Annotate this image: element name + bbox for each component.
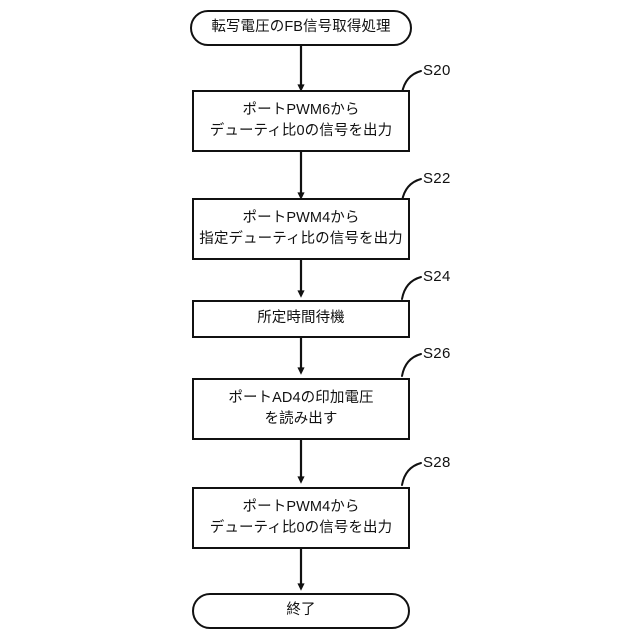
end-node-label: 終了 — [286, 602, 316, 619]
process-node-s22-line-1: ポートPWM4から — [242, 209, 360, 226]
end-terminal-node[interactable]: 終了 — [192, 593, 410, 629]
leader-line-s28 — [401, 462, 422, 486]
process-node-s22-line-2: 指定デューティ比の信号を出力 — [199, 231, 403, 247]
step-label-s28: S28 — [423, 454, 451, 471]
process-node-s20-line-2: デューティ比0の信号を出力 — [209, 123, 393, 139]
process-node-s22[interactable]: ポートPWM4から 指定デューティ比の信号を出力 — [192, 198, 410, 260]
process-node-s24[interactable]: 所定時間待機 — [192, 300, 410, 338]
process-node-s20-line-1: ポートPWM6から — [242, 101, 360, 118]
process-node-s26[interactable]: ポートAD4の印加電圧 を読み出す — [192, 378, 410, 440]
process-node-s28[interactable]: ポートPWM4から デューティ比0の信号を出力 — [192, 487, 410, 549]
leader-line-s26 — [401, 353, 422, 377]
process-node-s26-line-2: を読み出す — [264, 411, 338, 427]
start-node-label: 転写電圧のFB信号取得処理 — [211, 19, 391, 36]
process-node-s20[interactable]: ポートPWM6から デューティ比0の信号を出力 — [192, 90, 410, 152]
step-label-s20: S20 — [423, 62, 451, 79]
process-node-s26-line-1: ポートAD4の印加電圧 — [228, 389, 374, 406]
step-label-s26: S26 — [423, 345, 451, 362]
process-node-s24-line-1: 所定時間待機 — [257, 310, 345, 327]
step-label-s22: S22 — [423, 170, 451, 187]
process-node-s28-line-1: ポートPWM4から — [242, 498, 360, 515]
step-label-s24: S24 — [423, 268, 451, 285]
process-node-s28-line-2: デューティ比0の信号を出力 — [209, 520, 393, 536]
leader-line-s24 — [401, 276, 422, 300]
start-terminal-node[interactable]: 転写電圧のFB信号取得処理 — [190, 10, 412, 46]
